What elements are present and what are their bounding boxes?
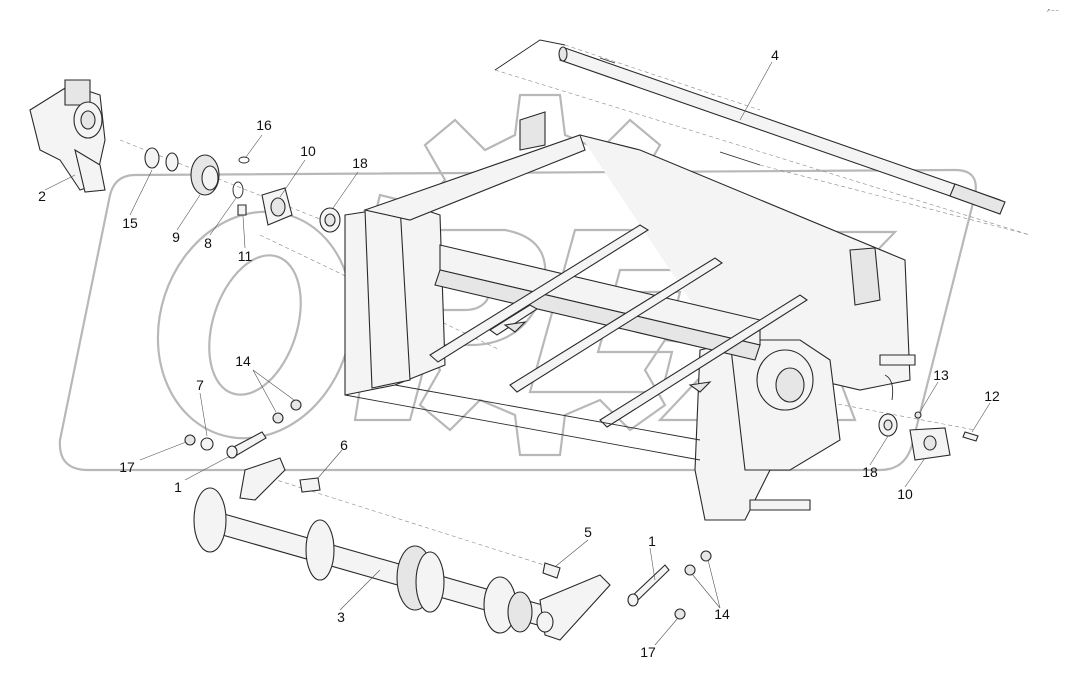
- left-bearing-parts: [144, 147, 341, 233]
- callout-4: 4: [771, 47, 779, 63]
- callout-labels: 2 15 9 8 11 16 10 18 4 14 7 17 1 6 5 1 1…: [38, 47, 1000, 660]
- callout-2: 2: [38, 188, 46, 204]
- callout-1-right: 1: [648, 533, 656, 549]
- nut-part-14a: [272, 412, 284, 424]
- callout-1-left: 1: [174, 479, 182, 495]
- bolt-part-5: [542, 562, 561, 579]
- gearbox-part-2: [29, 79, 106, 193]
- callout-7: 7: [196, 377, 204, 393]
- callout-12: 12: [984, 388, 1000, 404]
- bolt-part-6: [299, 477, 321, 493]
- callout-16: 16: [256, 117, 272, 133]
- callout-11: 11: [238, 248, 253, 264]
- callout-10-left: 10: [300, 143, 316, 159]
- shaft-part-4: [558, 46, 1006, 215]
- callout-17-right: 17: [640, 644, 656, 660]
- callout-17-left: 17: [119, 459, 135, 475]
- washer-part-7: [200, 437, 214, 451]
- callout-14-left: 14: [235, 353, 251, 369]
- leader-lines: [44, 61, 991, 646]
- callout-10-right: 10: [897, 486, 913, 502]
- nut-part-13: [914, 411, 922, 419]
- corner-mark: ↗ – –: [1046, 8, 1059, 14]
- main-frame: [344, 111, 916, 521]
- callout-18-left: 18: [352, 155, 368, 171]
- callout-18-right: 18: [862, 464, 878, 480]
- callout-15: 15: [122, 215, 138, 231]
- roller-part-3: [193, 457, 611, 641]
- callout-13: 13: [933, 367, 949, 383]
- nut-part-17a: [184, 434, 196, 446]
- oring-part-8: [232, 181, 244, 199]
- callout-6: 6: [340, 437, 348, 453]
- callout-8: 8: [204, 235, 212, 251]
- callout-3: 3: [337, 609, 345, 625]
- callout-14-right: 14: [714, 606, 730, 622]
- right-bearing-parts: [878, 374, 979, 461]
- nut-part-17b: [674, 608, 686, 620]
- key-part-16: [238, 156, 250, 164]
- callout-5: 5: [584, 524, 592, 540]
- bolt-part-12: [962, 431, 979, 442]
- bolt-part-11: [237, 204, 247, 216]
- ring-part-15: [144, 147, 160, 169]
- nut-part-14b: [684, 564, 696, 576]
- fasteners: [184, 399, 712, 620]
- callout-9: 9: [172, 229, 180, 245]
